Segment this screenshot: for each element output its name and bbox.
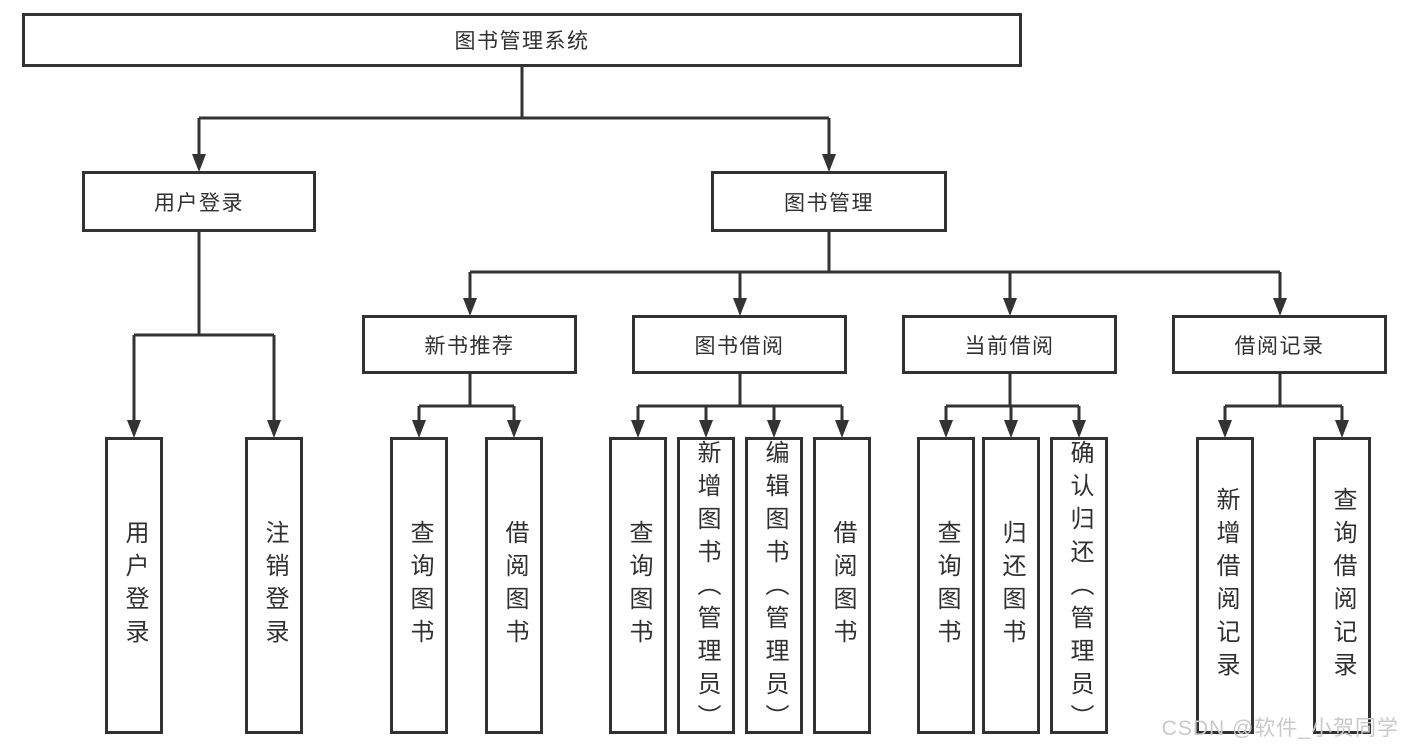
leaf-bb-edit-books-admin-label: 编辑图书（管理员） [761, 440, 788, 737]
arrowhead [733, 298, 747, 316]
leaf-logout-label: 注销登录 [261, 519, 288, 652]
leaf-bb-query-books: 查询图书 [609, 437, 667, 734]
leaf-cb-query-books-label: 查询图书 [933, 519, 960, 652]
arrowhead [1218, 420, 1232, 438]
node-root-label: 图书管理系统 [454, 30, 590, 53]
leaf-cb-query-books: 查询图书 [917, 437, 975, 734]
arrowhead [835, 420, 849, 438]
wire-book-borrow [636, 374, 844, 428]
leaf-nbr-borrow-books-label: 借阅图书 [501, 519, 528, 652]
arrowhead [939, 420, 953, 438]
node-borrow-records: 借阅记录 [1172, 315, 1387, 374]
wire-borrow-records [1223, 374, 1344, 428]
leaf-br-query-record-label: 查询借阅记录 [1329, 486, 1356, 685]
node-borrow-records-label: 借阅记录 [1234, 334, 1325, 358]
leaf-cb-confirm-return-admin: 确认归还（管理员） [1050, 437, 1108, 737]
watermark: CSDN @软件_小贺同学 [1161, 717, 1399, 740]
arrowhead [1273, 298, 1287, 316]
leaf-nbr-query-books-label: 查询图书 [406, 519, 433, 652]
arrowhead [267, 420, 281, 438]
leaf-cb-return-books: 归还图书 [982, 437, 1040, 734]
leaf-br-add-record-label: 新增借阅记录 [1212, 486, 1239, 685]
leaf-bb-query-books-label: 查询图书 [625, 519, 652, 652]
leaf-bb-borrow-books: 借阅图书 [813, 437, 871, 734]
leaf-br-query-record: 查询借阅记录 [1313, 437, 1371, 734]
arrowhead [631, 420, 645, 438]
arrowhead [1072, 420, 1086, 438]
node-new-book-rec: 新书推荐 [362, 315, 577, 374]
node-user-login: 用户登录 [82, 171, 316, 232]
leaf-user-login-label: 用户登录 [121, 519, 148, 652]
arrowhead [463, 298, 477, 316]
node-current-borrow-label: 当前借阅 [964, 334, 1055, 358]
node-book-mgmt-label: 图书管理 [784, 191, 874, 215]
arrowhead [699, 420, 713, 438]
leaf-nbr-query-books: 查询图书 [390, 437, 448, 734]
leaf-br-add-record: 新增借阅记录 [1196, 437, 1254, 734]
node-current-borrow: 当前借阅 [902, 315, 1117, 374]
node-user-login-label: 用户登录 [154, 191, 244, 215]
node-new-book-rec-label: 新书推荐 [424, 334, 515, 358]
arrowhead [412, 420, 426, 438]
arrowhead [507, 420, 521, 438]
leaf-bb-add-books-admin-label: 新增图书（管理员） [693, 440, 720, 737]
node-root: 图书管理系统 [22, 13, 1022, 67]
arrowhead [1003, 298, 1017, 316]
leaf-bb-borrow-books-label: 借阅图书 [829, 519, 856, 652]
leaf-logout: 注销登录 [245, 437, 303, 734]
arrowhead [1335, 420, 1349, 438]
leaf-bb-edit-books-admin: 编辑图书（管理员） [745, 437, 803, 737]
arrowhead [127, 420, 141, 438]
wire-current-borrow [944, 374, 1081, 428]
leaf-nbr-borrow-books: 借阅图书 [485, 437, 543, 734]
node-book-borrow-label: 图书借阅 [694, 334, 785, 358]
arrowhead [1004, 420, 1018, 438]
arrowhead [822, 154, 836, 172]
node-book-mgmt: 图书管理 [711, 171, 947, 232]
arrowhead [192, 154, 206, 172]
arrowhead [767, 420, 781, 438]
leaf-bb-add-books-admin: 新增图书（管理员） [677, 437, 735, 737]
leaf-cb-confirm-return-admin-label: 确认归还（管理员） [1066, 440, 1093, 737]
wire-root [197, 67, 831, 162]
leaf-user-login: 用户登录 [105, 437, 163, 734]
wire-book-mgmt [468, 232, 1282, 306]
leaf-cb-return-books-label: 归还图书 [998, 519, 1025, 652]
node-book-borrow: 图书借阅 [632, 315, 847, 374]
wire-new-book-rec [417, 374, 516, 428]
wire-user-login [132, 232, 276, 428]
